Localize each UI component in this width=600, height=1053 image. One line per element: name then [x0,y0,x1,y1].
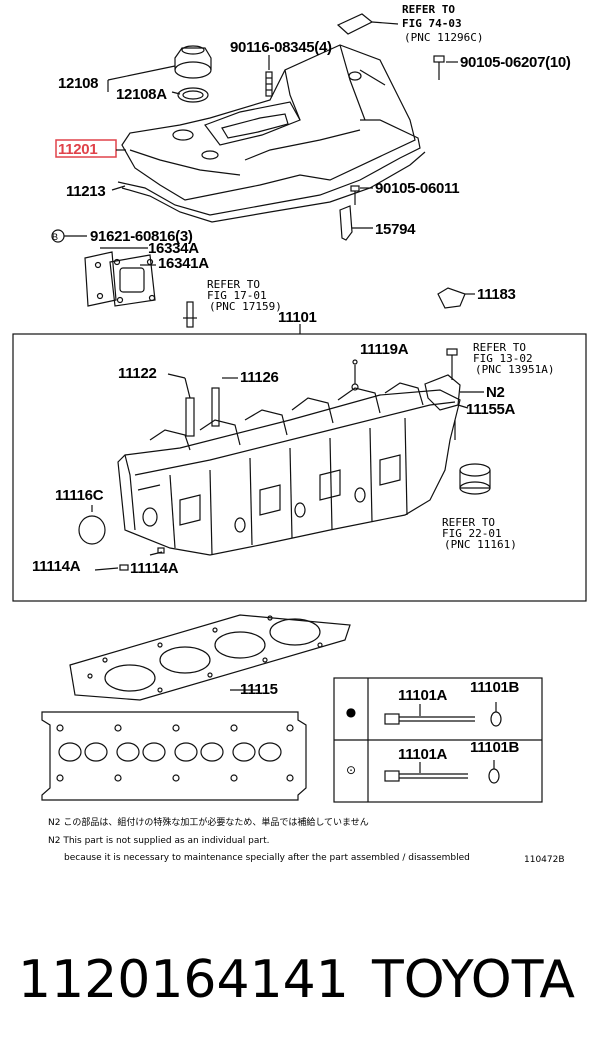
svg-text:FIG 13-02: FIG 13-02 [473,352,533,365]
seal-11183 [437,287,466,309]
callout-11126: 11126 [240,369,279,386]
part-footer: 1120164141 TOYOTA [18,945,598,1015]
bolt-table-marker-solid: ● [346,705,356,719]
washer-11101b-row1 [490,711,502,727]
svg-text:REFER TO: REFER TO [442,516,495,529]
cylinder-head-bottom-view [41,711,307,801]
valve-guide-11126 [211,387,220,427]
bolt-11101a-row1 [384,713,475,725]
camshaft-cap [459,463,491,495]
bolt-table-row1-bolt: 11101A [398,687,448,704]
head-cover-gasket [117,119,421,216]
refer-fig-22-01: REFER TO FIG 22-01 (PNC 11161) [442,516,517,551]
highlight-box [55,139,117,158]
callout-11114a-right: 11114A [130,560,179,577]
callout-12108a: 12108A [116,86,167,103]
cylinder-head-cover [121,44,416,201]
oil-filler-cap [174,45,212,103]
callout-11201: 11201 [58,141,97,158]
callout-90105-06207: 90105-06207(10) [460,54,571,71]
water-outlet-plate [84,251,156,307]
refer-fig-74-03: REFER TO FIG 74-03 (PNC 11296C) [402,3,483,44]
svg-text:FIG 22-01: FIG 22-01 [442,527,502,540]
figure-code: 110472B [524,855,565,865]
callout-91621: 91621-60816(3) [90,228,193,245]
cover-bolt [433,55,445,80]
svg-text:REFER TO: REFER TO [207,278,260,291]
refer-fig-17-01: REFER TO FIG 17-01 (PNC 17159) [207,278,282,313]
note-english-2: because it is necessary to maintenance s… [64,853,470,863]
callout-90105-06011: 90105-06011 [375,180,459,197]
stud-bolt [265,71,273,97]
svg-text:FIG 74-03: FIG 74-03 [402,17,462,30]
callout-11101: 11101 [278,309,317,326]
callout-11155a: 11155A [466,401,516,418]
callout-n2: N2 [486,384,505,401]
callout-16334a: 16334A [148,240,199,257]
cylinder-head [117,359,461,556]
valve-guide-11122 [185,397,195,437]
washer-11101b-row2 [488,768,500,784]
part-number: 1120164141 [18,950,349,1010]
parts-diagram: 12108 12108A 11201 11213 90116-08345(4) … [12,3,587,865]
bolt-table-marker-ring: ⊙ [346,763,356,777]
bolt-table-row2-washer: 11101B [470,739,520,756]
callout-15794: 15794 [375,221,416,238]
callout-11122: 11122 [118,365,157,382]
callout-11115: 11115 [240,681,278,698]
svg-text:(PNC 17159): (PNC 17159) [209,300,282,313]
callout-16341a: 16341A [158,255,209,272]
callout-11116c: 11116C [55,487,104,504]
svg-text:REFER TO: REFER TO [402,3,455,16]
brand-name: TOYOTA [372,950,575,1010]
callout-90116: 90116-08345(4) [230,39,332,56]
note-japanese: N2 この部品は、組付けの特殊な加工が必要なため、単品では補給していません [48,816,369,828]
callout-11114a-left: 11114A [32,558,81,575]
label-plate-icon [336,13,374,35]
bolt-11101a-row2 [384,770,468,782]
callout-11213: 11213 [66,183,105,200]
bracket-15794 [339,205,353,241]
note-english-1: N2 This part is not supplied as an indiv… [48,836,269,846]
expansion-plug [78,515,106,545]
head-gasket [69,614,351,701]
svg-text:(PNC 13951A): (PNC 13951A) [475,363,554,376]
bolt-table-row1-washer: 11101B [470,679,520,696]
callout-12108: 12108 [58,75,98,92]
bolt-table-row2-bolt: 11101A [398,746,448,763]
svg-text:(PNC 11161): (PNC 11161) [444,538,517,551]
callout-11183: 11183 [477,286,516,303]
svg-text:FIG 17-01: FIG 17-01 [207,289,267,302]
callout-11119a: 11119A [360,341,409,358]
svg-text:(PNC 11296C): (PNC 11296C) [404,31,483,44]
refer-fig-13-02: REFER TO FIG 13-02 (PNC 13951A) [473,341,554,376]
circle-b-label: B [52,232,58,242]
svg-text:REFER TO: REFER TO [473,341,526,354]
